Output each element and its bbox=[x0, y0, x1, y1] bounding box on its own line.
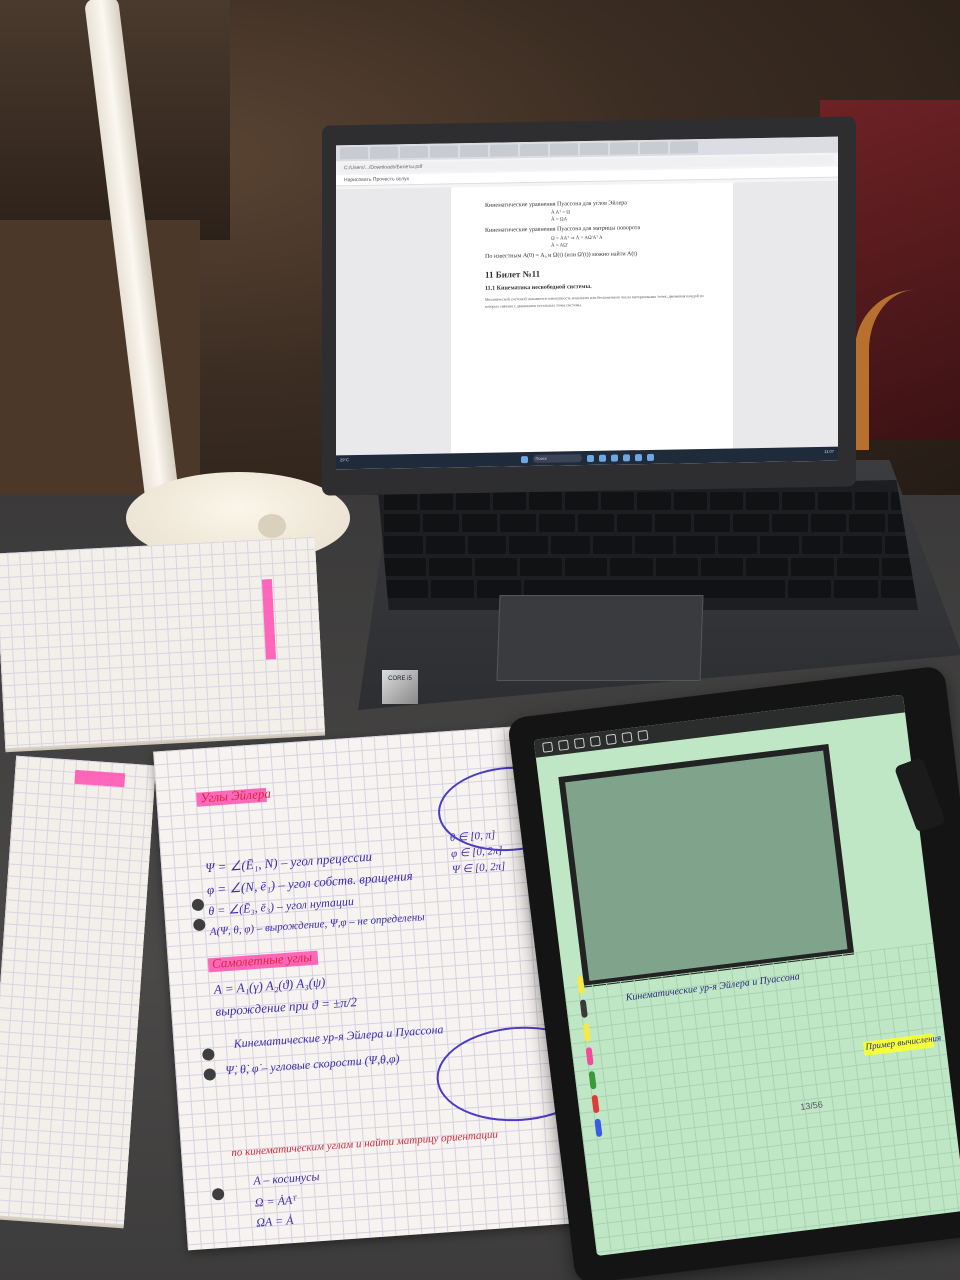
binder-hole bbox=[191, 898, 205, 912]
pen-black[interactable] bbox=[579, 999, 588, 1019]
binder-hole bbox=[211, 1187, 225, 1201]
notes-line: ΩA = Ȧ bbox=[255, 1213, 294, 1230]
pdf-line: Кинематические уравнения Пуассона для ма… bbox=[485, 225, 641, 234]
redo-icon[interactable] bbox=[637, 729, 649, 742]
app-icon[interactable] bbox=[586, 454, 594, 462]
weather-widget[interactable]: 29°C bbox=[340, 457, 349, 463]
laptop-screen: C:/Users/.../Downloads/Билеты.pdf Нарисо… bbox=[336, 136, 838, 470]
equation: Ȧ = AΩ' bbox=[551, 243, 568, 249]
notes-line: θ = ∠(Ē₃, ē₃) – угол нутации bbox=[207, 894, 355, 919]
pen-pink[interactable] bbox=[585, 1047, 594, 1066]
taskbar-search[interactable]: Поиск bbox=[532, 454, 582, 463]
pdf-line: По известным A(0) = A₀ и Ω(t) (или Ω'(t)… bbox=[485, 251, 638, 260]
pen-green[interactable] bbox=[588, 1070, 597, 1090]
pdf-page: Кинематические уравнения Пуассона для уг… bbox=[451, 182, 733, 454]
app-icon[interactable] bbox=[622, 453, 630, 461]
notes-line: Ψ̇, θ̇, φ̇ – угловые скорости (Ψ,θ,φ) bbox=[225, 1051, 400, 1078]
equation: Ȧ = ΩA bbox=[551, 217, 568, 223]
touchpad bbox=[496, 595, 704, 681]
notes-title: Углы Эйлера bbox=[199, 785, 272, 806]
tablet-grid-page bbox=[564, 942, 960, 1256]
pen-blue[interactable] bbox=[594, 1118, 603, 1138]
cpu-sticker-text: CORE i5 bbox=[388, 676, 412, 682]
pink-tab bbox=[261, 579, 277, 660]
pen-yellow[interactable] bbox=[582, 1023, 591, 1042]
notes-line: по кинематическим углам и найти матрицу … bbox=[230, 1128, 499, 1160]
undo-icon[interactable] bbox=[621, 731, 633, 744]
app-icon[interactable] bbox=[598, 454, 606, 462]
back-icon[interactable] bbox=[542, 741, 554, 753]
pink-highlight bbox=[74, 769, 126, 788]
app-icon[interactable] bbox=[634, 453, 642, 461]
laptop-keyboard bbox=[378, 480, 918, 610]
pdf-line: Кинематические уравнения Пуассона для уг… bbox=[485, 200, 627, 209]
tablet: Кинематические ур-я Эйлера и Пуассона Пр… bbox=[506, 665, 960, 1280]
eraser-icon[interactable] bbox=[573, 737, 585, 749]
notes-heading: Кинематические ур-я Эйлера и Пуассона bbox=[233, 1022, 444, 1051]
binder-hole bbox=[203, 1068, 217, 1081]
key-row bbox=[378, 514, 918, 532]
notes-subtitle: Самолетные углы bbox=[211, 949, 313, 972]
notes-range: Ψ ∈ [0, 2π] bbox=[451, 860, 506, 877]
pen-red[interactable] bbox=[591, 1094, 600, 1114]
cpu-sticker: CORE i5 bbox=[382, 670, 418, 704]
laptop-lid: C:/Users/.../Downloads/Билеты.pdf Нарисо… bbox=[322, 116, 856, 496]
pen-yellow[interactable] bbox=[576, 975, 585, 995]
key-row bbox=[378, 558, 918, 576]
notes-line: A = A₁(γ) A₂(ϑ) A₃(ψ) bbox=[213, 974, 326, 997]
notes-line: Ω = ȦAᵀ bbox=[254, 1192, 298, 1210]
key-row bbox=[378, 580, 918, 598]
shapes-icon[interactable] bbox=[605, 733, 617, 745]
paper-stack-top-left bbox=[0, 536, 325, 749]
subsection-heading: 11.1 Кинематика несвободной системы. bbox=[485, 283, 592, 292]
app-icon[interactable] bbox=[646, 453, 654, 461]
pdf-viewer: Кинематические уравнения Пуассона для уг… bbox=[336, 180, 838, 456]
notes-line: A – косинусы bbox=[252, 1169, 320, 1188]
body-text: Механической системой называется совокуп… bbox=[485, 292, 704, 309]
lasso-icon[interactable] bbox=[589, 735, 601, 747]
binder-hole bbox=[192, 918, 206, 932]
notes-line: вырождение при ϑ = ±π/2 bbox=[214, 994, 358, 1019]
taskbar-clock[interactable]: 11:07 bbox=[824, 448, 834, 454]
wooden-chair bbox=[855, 290, 960, 450]
tablet-screen: Кинематические ур-я Эйлера и Пуассона Пр… bbox=[533, 694, 960, 1256]
binder-hole bbox=[201, 1048, 215, 1061]
key-row bbox=[378, 492, 918, 510]
key-row bbox=[378, 536, 918, 554]
desk-lamp-knob bbox=[258, 514, 286, 538]
pen-icon[interactable] bbox=[557, 739, 570, 751]
app-icon[interactable] bbox=[610, 454, 618, 462]
tablet-photo-of-notes bbox=[558, 743, 855, 988]
section-heading: 11 Билет №11 bbox=[485, 268, 541, 280]
windows-start-icon[interactable] bbox=[520, 455, 528, 463]
